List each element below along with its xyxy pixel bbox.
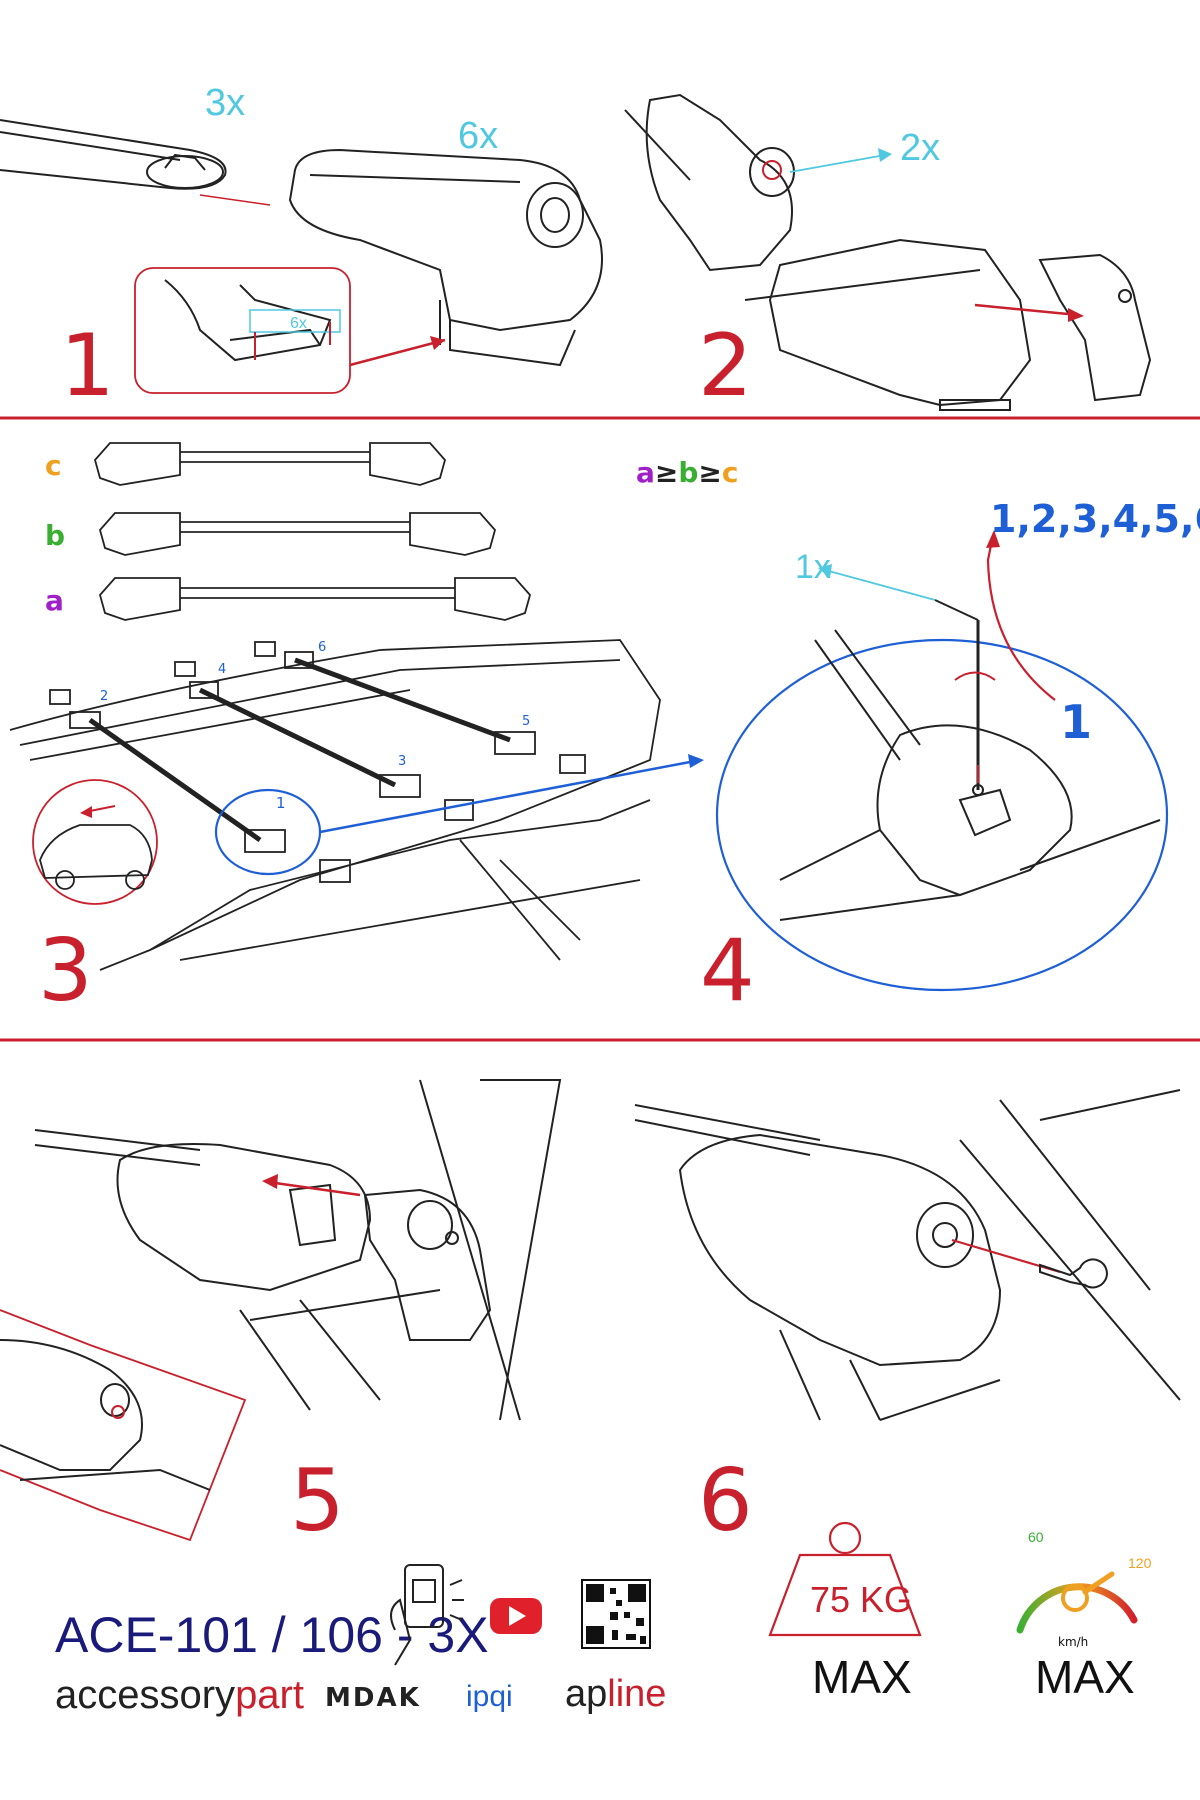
- qr-code-icon: [581, 1579, 651, 1649]
- phone-scan-icon: [390, 1564, 464, 1666]
- step-number-2: 2: [698, 316, 753, 416]
- bar-qty-label: 3x: [205, 82, 245, 124]
- position-label-4: 4: [218, 662, 226, 677]
- bar-c-drawing: [94, 442, 446, 486]
- position-label-6: 6: [318, 640, 326, 655]
- step-number-3: 3: [38, 921, 93, 1021]
- tighten-order: 1,2,3,4,5,6: [990, 497, 1200, 541]
- locked-inset: [0, 1309, 247, 1542]
- panel-1: [0, 119, 603, 394]
- step-number-4: 4: [700, 921, 755, 1021]
- panel-6: [634, 1089, 1181, 1421]
- panel-5: [0, 1079, 562, 1542]
- step-marker-1: 1: [1060, 695, 1092, 749]
- weight-max-label: MAX: [812, 1651, 912, 1703]
- pad-qty-label: 6x: [290, 315, 307, 332]
- speed-low-label: 60: [1028, 1529, 1044, 1545]
- bar-b-drawing: [99, 512, 496, 556]
- car-direction-inset: [32, 779, 158, 905]
- brand-mdak: MDAK: [325, 1683, 421, 1713]
- crossbar-drawing: [0, 119, 227, 190]
- foot-qty-label: 6x: [458, 115, 498, 157]
- position-label-3: 3: [398, 754, 406, 769]
- position-label-1: 1: [276, 794, 286, 812]
- brand-apline: apline: [565, 1673, 666, 1715]
- position-label-5: 5: [522, 714, 530, 729]
- foot-capless-drawing: [116, 1143, 372, 1292]
- bar-a-drawing: [99, 577, 531, 621]
- step-number-6: 6: [698, 1451, 753, 1551]
- brand-accessorypart: accessorypart: [55, 1673, 304, 1717]
- step-number-1: 1: [60, 316, 115, 416]
- panel-2: [624, 93, 1152, 411]
- tool-qty-label: 1x: [795, 548, 831, 586]
- speed-max-label: MAX: [1035, 1651, 1135, 1703]
- step-number-5: 5: [290, 1451, 345, 1551]
- foot-locked-drawing: [678, 1133, 1002, 1367]
- bar-label-c: c: [45, 449, 62, 482]
- position-label-2: 2: [100, 689, 108, 704]
- cap-qty-label: 2x: [900, 127, 940, 169]
- detail-circle: [715, 638, 1169, 992]
- detail-highlight: [214, 788, 322, 876]
- foot-drawing: [288, 148, 603, 332]
- brand-ipqi: ipqi: [466, 1680, 513, 1713]
- youtube-icon: [490, 1598, 542, 1634]
- weight-icon: [768, 1521, 922, 1637]
- foot-detail-drawing: [876, 724, 1073, 897]
- speedometer-icon: [1016, 1571, 1138, 1634]
- bar-label-b: b: [45, 519, 65, 552]
- speed-high-label: 120: [1128, 1555, 1152, 1571]
- model-number: ACE-101 / 106 - 3X: [55, 1607, 489, 1663]
- bar-label-a: a: [45, 584, 64, 617]
- pad-inset: [134, 267, 351, 394]
- foot-lock-drawing: [645, 93, 793, 272]
- key-drawing: [1039, 1258, 1108, 1289]
- panel-4-detail: [715, 530, 1169, 992]
- speed-unit: km/h: [1058, 1635, 1088, 1649]
- car-roof-drawing: [9, 639, 704, 971]
- end-cap-fit-drawing: [363, 1188, 492, 1341]
- bar-size-legend: [94, 442, 531, 621]
- size-rule: a≥b≥c: [636, 456, 739, 489]
- weight-limit: 75 KG: [810, 1579, 912, 1620]
- end-cap-drawing: [1038, 253, 1152, 402]
